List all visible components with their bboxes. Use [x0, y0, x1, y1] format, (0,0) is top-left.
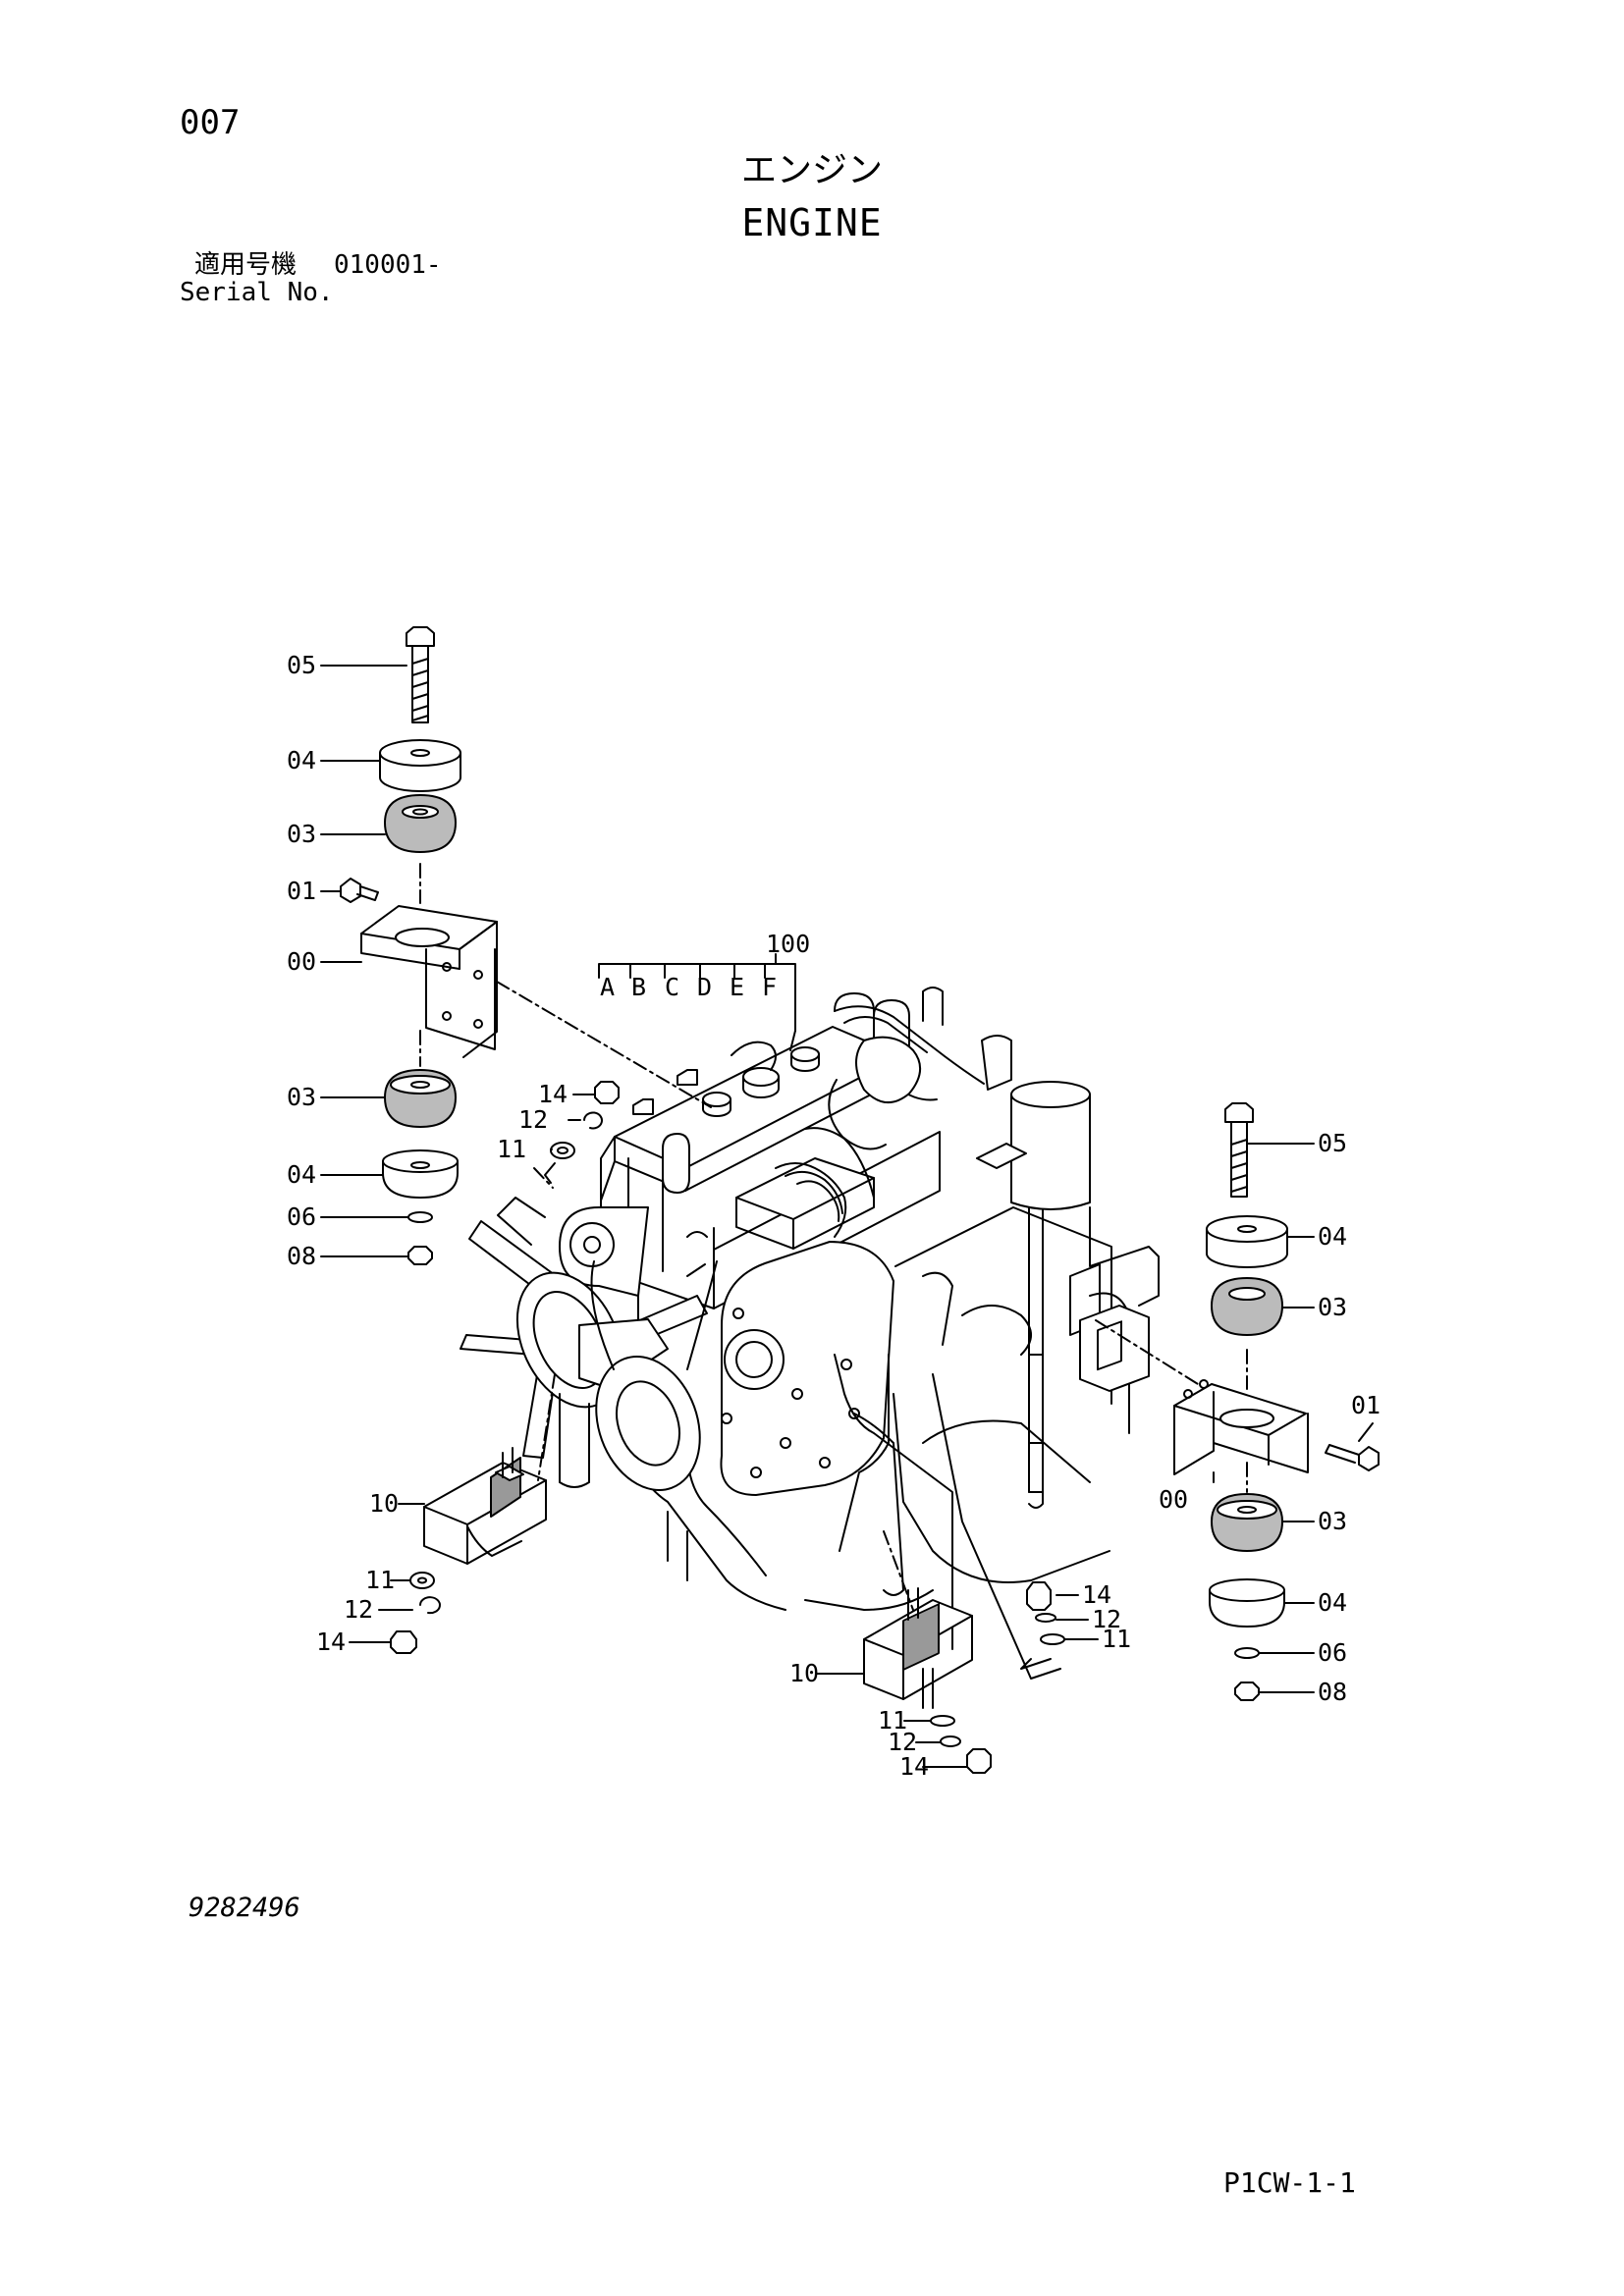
callout-right-04: 04: [1318, 1222, 1347, 1251]
callout-right-03-lower: 03: [1318, 1507, 1347, 1535]
callout-bottom-mount-11: 11: [878, 1706, 907, 1735]
callout-front-mount-10: 10: [369, 1489, 399, 1518]
left-cup-04-lower: [382, 1149, 459, 1199]
callout-right-03: 03: [1318, 1293, 1347, 1321]
left-rubber-03-top: [384, 794, 457, 853]
assembly-100-variant-bracket: [598, 953, 796, 1051]
callout-left-03: 03: [287, 820, 316, 848]
serial-label-english: Serial No.: [180, 278, 334, 307]
callout-front-mount-12: 12: [344, 1595, 373, 1624]
left-washer-04-top: [379, 739, 461, 792]
callout-front-mount-11: 11: [365, 1566, 395, 1594]
callout-variant-c: C: [665, 973, 679, 1001]
bottom-mount-10: [863, 1587, 973, 1709]
callout-front-14: 14: [538, 1080, 568, 1108]
callout-bottom-mount-12: 12: [888, 1728, 917, 1756]
callout-left-00: 00: [287, 947, 316, 976]
callout-right-01: 01: [1351, 1391, 1380, 1419]
left-rubber-03-lower: [384, 1069, 457, 1128]
callout-labels: 05 04 03 01 00 03 04 06 08 100 A B C D E…: [287, 651, 1380, 1781]
right-fastener-set: [1020, 1581, 1065, 1670]
callout-front-mount-14: 14: [316, 1628, 346, 1656]
callout-variant-e: E: [730, 973, 744, 1001]
callout-bottom-mount-14: 14: [899, 1752, 929, 1781]
document-number: 9282496: [189, 1893, 300, 1923]
left-bolt-01: [340, 878, 379, 903]
callout-right-small-14: 14: [1082, 1580, 1111, 1609]
callout-right-04-lower: 04: [1318, 1588, 1347, 1617]
callout-left-04: 04: [287, 746, 316, 774]
callout-variant-f: F: [762, 973, 777, 1001]
left-bolt-05: [406, 626, 435, 723]
front-fastener-set: [544, 1081, 620, 1184]
callout-left-04-lower: 04: [287, 1160, 316, 1189]
bottom-mount-hardware: [930, 1715, 992, 1774]
callout-right-05: 05: [1318, 1129, 1347, 1157]
page-title-japanese: エンジン: [740, 150, 883, 190]
callout-left-01: 01: [287, 877, 316, 905]
callout-bottom-mount-10: 10: [789, 1659, 819, 1687]
callout-front-11: 11: [497, 1135, 526, 1163]
callout-front-12: 12: [518, 1105, 548, 1134]
callout-left-06: 06: [287, 1202, 316, 1231]
callout-assembly-100: 100: [766, 930, 810, 958]
front-left-mount-hardware: [390, 1572, 441, 1654]
right-mount-stack: [1173, 1102, 1380, 1701]
left-nut-08: [407, 1246, 433, 1265]
left-bracket-00: [360, 905, 498, 1058]
callout-variant-b: B: [631, 973, 646, 1001]
callout-variant-a: A: [600, 973, 615, 1001]
callout-variant-d: D: [697, 973, 712, 1001]
serial-label-japanese: 適用号機: [194, 250, 298, 280]
engine-assembly: [460, 987, 1160, 1680]
page-number: 007: [180, 103, 241, 142]
page-title-english: ENGINE: [741, 201, 883, 244]
front-left-mount-10: [423, 1447, 547, 1565]
page-code: P1CW-1-1: [1223, 2166, 1356, 2199]
callout-right-06: 06: [1318, 1638, 1347, 1667]
left-mount-stack: [340, 626, 498, 1265]
callout-right-00: 00: [1159, 1485, 1188, 1514]
callout-left-05: 05: [287, 651, 316, 679]
callout-right-small-11: 11: [1102, 1625, 1131, 1653]
callout-right-08: 08: [1318, 1678, 1347, 1706]
callout-left-03-lower: 03: [287, 1083, 316, 1111]
serial-number-value: 010001-: [334, 250, 442, 280]
callout-right-small-12: 12: [1092, 1605, 1121, 1633]
left-washer-06: [407, 1211, 433, 1223]
callout-left-08: 08: [287, 1242, 316, 1270]
